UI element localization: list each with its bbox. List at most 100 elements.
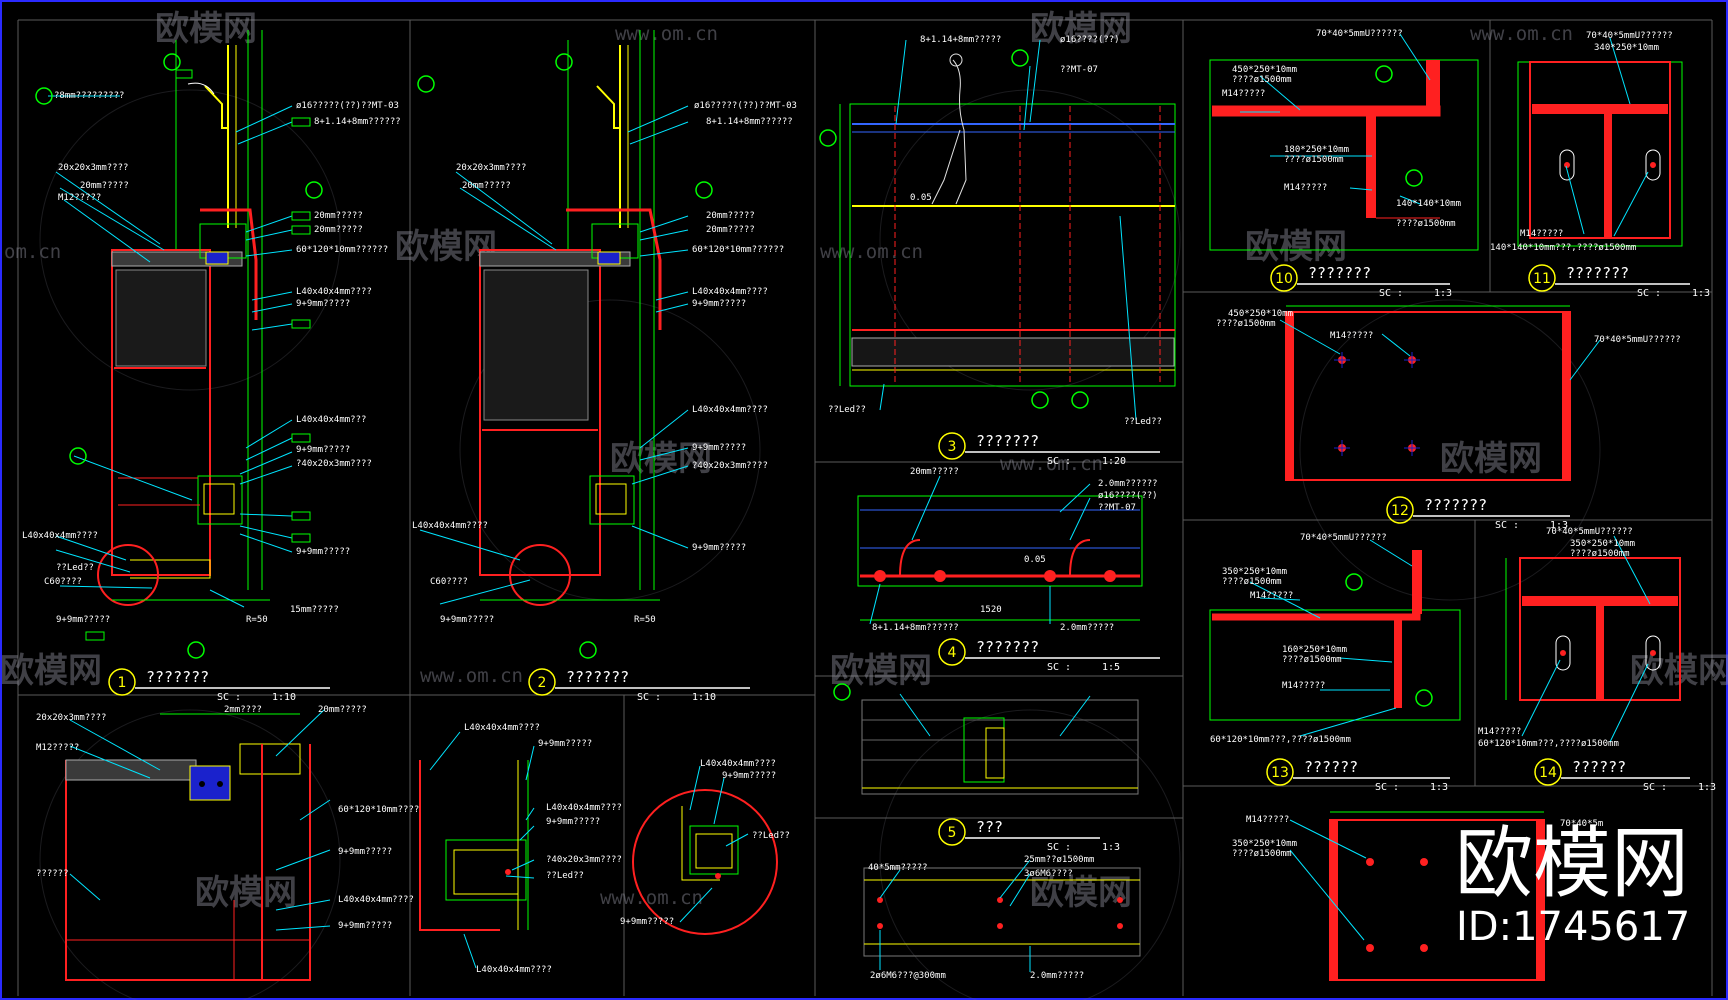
detail-6-section: 20x20x3mm???? 2mm???? 20mm????? M12?????… <box>36 705 419 981</box>
detail-title-4: 4???????SC :1:5 <box>938 638 1160 673</box>
d3-label-2: ø16????(??) <box>1060 35 1120 45</box>
detail-title: ??????? <box>1424 496 1487 514</box>
d1-label-8: L40x40x4mm??? <box>296 415 366 425</box>
detail-title-11: 11???????SC :1:3 <box>1528 264 1710 299</box>
d1-label-17: C60???? <box>44 577 82 587</box>
d1-label-10: ?40x20x3mm???? <box>296 459 372 469</box>
scale-prefix: SC : <box>1643 782 1667 793</box>
d13-label-4: M14????? <box>1250 591 1293 601</box>
detail-title: ??????? <box>1566 264 1629 282</box>
watermark-layer: 欧模网欧模网欧模网欧模网欧模网欧模网欧模网欧模网欧模网欧模网欧模网www.om.… <box>0 9 1728 1000</box>
watermark-logo: 欧模网 <box>610 439 712 479</box>
d2-label-12: 20x20x3mm???? <box>456 163 526 173</box>
watermark-logo: 欧模网 <box>0 651 102 691</box>
detail-title: ??? <box>976 818 1003 836</box>
d10-label-5: 180*250*10mm <box>1284 145 1349 155</box>
d2-label-1: ø16?????(??)??MT-03 <box>694 101 797 111</box>
d10-label-6: ????ø1500mm <box>1284 155 1344 165</box>
detail-15-section: M14????? 350*250*10mm ????ø1500mm 70*40*… <box>1232 811 1603 981</box>
watermark-url: www.om.cn <box>1470 23 1573 45</box>
detail-title: ??????? <box>976 432 1039 450</box>
watermark-logo: 欧模网 <box>1440 439 1542 479</box>
detail-title-2: 2???????SC :1:10 <box>528 668 750 703</box>
d3-label-3: ??MT-07 <box>1060 65 1098 75</box>
d12-label-3: M14????? <box>1330 331 1373 341</box>
detail-number: 3 <box>948 439 957 455</box>
d5-label-4: 2ø6M6???@300mm <box>870 971 946 981</box>
d13-label-7: M14????? <box>1282 681 1325 691</box>
detail-title-13: 13??????SC :1:3 <box>1266 758 1450 793</box>
detail-title-1: 1???????SC :1:10 <box>108 668 330 703</box>
d1-label-16: ??Led?? <box>56 563 94 573</box>
d15-label-2: 350*250*10mm <box>1232 839 1297 849</box>
d14-label-3: ????ø1500mm <box>1570 549 1630 559</box>
d15-label-1: M14????? <box>1246 815 1289 825</box>
detail-3-elevation: 8+1.14+8mm????? ø16????(??) ??MT-07 ??Le… <box>819 35 1176 427</box>
detail-12-section: 450*250*10mm ????ø1500mm M14????? 70*40*… <box>1216 305 1681 481</box>
d6-label-3: 20mm????? <box>318 705 367 715</box>
d1-label-19: R=50 <box>246 615 268 625</box>
d1-label-1: ø16?????(??)??MT-03 <box>296 101 399 111</box>
d2-label-5: 60*120*10mm?????? <box>692 245 784 255</box>
d10-label-4: M14????? <box>1222 89 1265 99</box>
d2-label-2: 8+1.14+8mm?????? <box>706 117 793 127</box>
d10-label-9: ????ø1500mm <box>1396 219 1456 229</box>
scale-value: 1:3 <box>1550 520 1568 531</box>
d6-label-6: 9+9mm????? <box>338 847 392 857</box>
d4-label-8: 1520 <box>980 605 1002 615</box>
brand-logo-text: 欧模网 <box>1455 819 1689 909</box>
d2-label-14: L40x40x4mm???? <box>412 521 488 531</box>
d1-label-12: 20x20x3mm???? <box>58 163 128 173</box>
scale-value: 1:3 <box>1102 842 1120 853</box>
watermark-logo: 欧模网 <box>1030 9 1132 49</box>
d7-label-2: 9+9mm????? <box>538 739 592 749</box>
scale-prefix: SC : <box>1379 288 1403 299</box>
detail-title: ?????? <box>1572 758 1626 776</box>
d8-label-3: ??Led?? <box>752 831 790 841</box>
detail-number: 11 <box>1533 271 1551 287</box>
d13-label-2: 350*250*10mm <box>1222 567 1287 577</box>
scale-value: 1:3 <box>1434 288 1452 299</box>
scale-prefix: SC : <box>1495 520 1519 531</box>
detail-number-circle <box>1266 758 1294 786</box>
d1-label-9: 9+9mm????? <box>296 445 350 455</box>
scale-value: 1:3 <box>1692 288 1710 299</box>
watermark-url: www.om.cn <box>1000 453 1103 475</box>
scale-value: 1:10 <box>692 692 716 703</box>
d7-label-5: ?40x20x3mm???? <box>546 855 622 865</box>
d7-label-1: L40x40x4mm???? <box>464 723 540 733</box>
scale-prefix: SC : <box>217 692 241 703</box>
d15-label-4: 70*40*5m <box>1560 819 1603 829</box>
detail-13-section: 70*40*5mmU?????? 350*250*10mm ????ø1500m… <box>1209 533 1461 745</box>
detail-title: ?????? <box>1304 758 1358 776</box>
detail-number: 14 <box>1539 765 1557 781</box>
d2-label-9: 9+9mm????? <box>692 443 746 453</box>
d1-label-20: 15mm????? <box>290 605 339 615</box>
d8-label-1: L40x40x4mm???? <box>700 759 776 769</box>
watermark-url: www.om.cn <box>600 887 703 909</box>
detail-title-blocks: 1???????SC :1:102???????SC :1:103???????… <box>108 264 1716 853</box>
d2-label-11: 9+9mm????? <box>692 543 746 553</box>
detail-10-section: 70*40*5mmU?????? 450*250*10mm ????ø1500m… <box>1209 29 1479 251</box>
watermark-ring <box>879 709 1181 1000</box>
d10-label-3: ????ø1500mm <box>1232 75 1292 85</box>
scale-prefix: SC : <box>1047 662 1071 673</box>
detail-7-section: L40x40x4mm???? 9+9mm????? L40x40x4mm????… <box>419 723 622 975</box>
d14-label-2: 350*250*10mm <box>1570 539 1635 549</box>
d7-label-7: L40x40x4mm???? <box>476 965 552 975</box>
d13-label-3: ????ø1500mm <box>1222 577 1282 587</box>
scale-prefix: SC : <box>637 692 661 703</box>
detail-title-12: 12???????SC :1:3 <box>1386 496 1570 531</box>
brand-id-text: ID:1745617 <box>1456 904 1690 950</box>
detail-number-circle <box>1534 758 1562 786</box>
d13-label-8: 60*120*10mm???,????ø1500mm <box>1210 735 1351 745</box>
watermark-ring <box>1299 299 1601 601</box>
d6-label-9: ?????? <box>36 869 69 879</box>
d2-label-7: 9+9mm????? <box>692 299 746 309</box>
d14-label-1: 70*40*5mmU?????? <box>1546 527 1633 537</box>
d5-label-5: 2.0mm????? <box>1030 971 1084 981</box>
detail-title: ??????? <box>146 668 209 686</box>
d1-label-3: 20mm????? <box>314 211 363 221</box>
d6-label-1: 20x20x3mm???? <box>36 713 106 723</box>
